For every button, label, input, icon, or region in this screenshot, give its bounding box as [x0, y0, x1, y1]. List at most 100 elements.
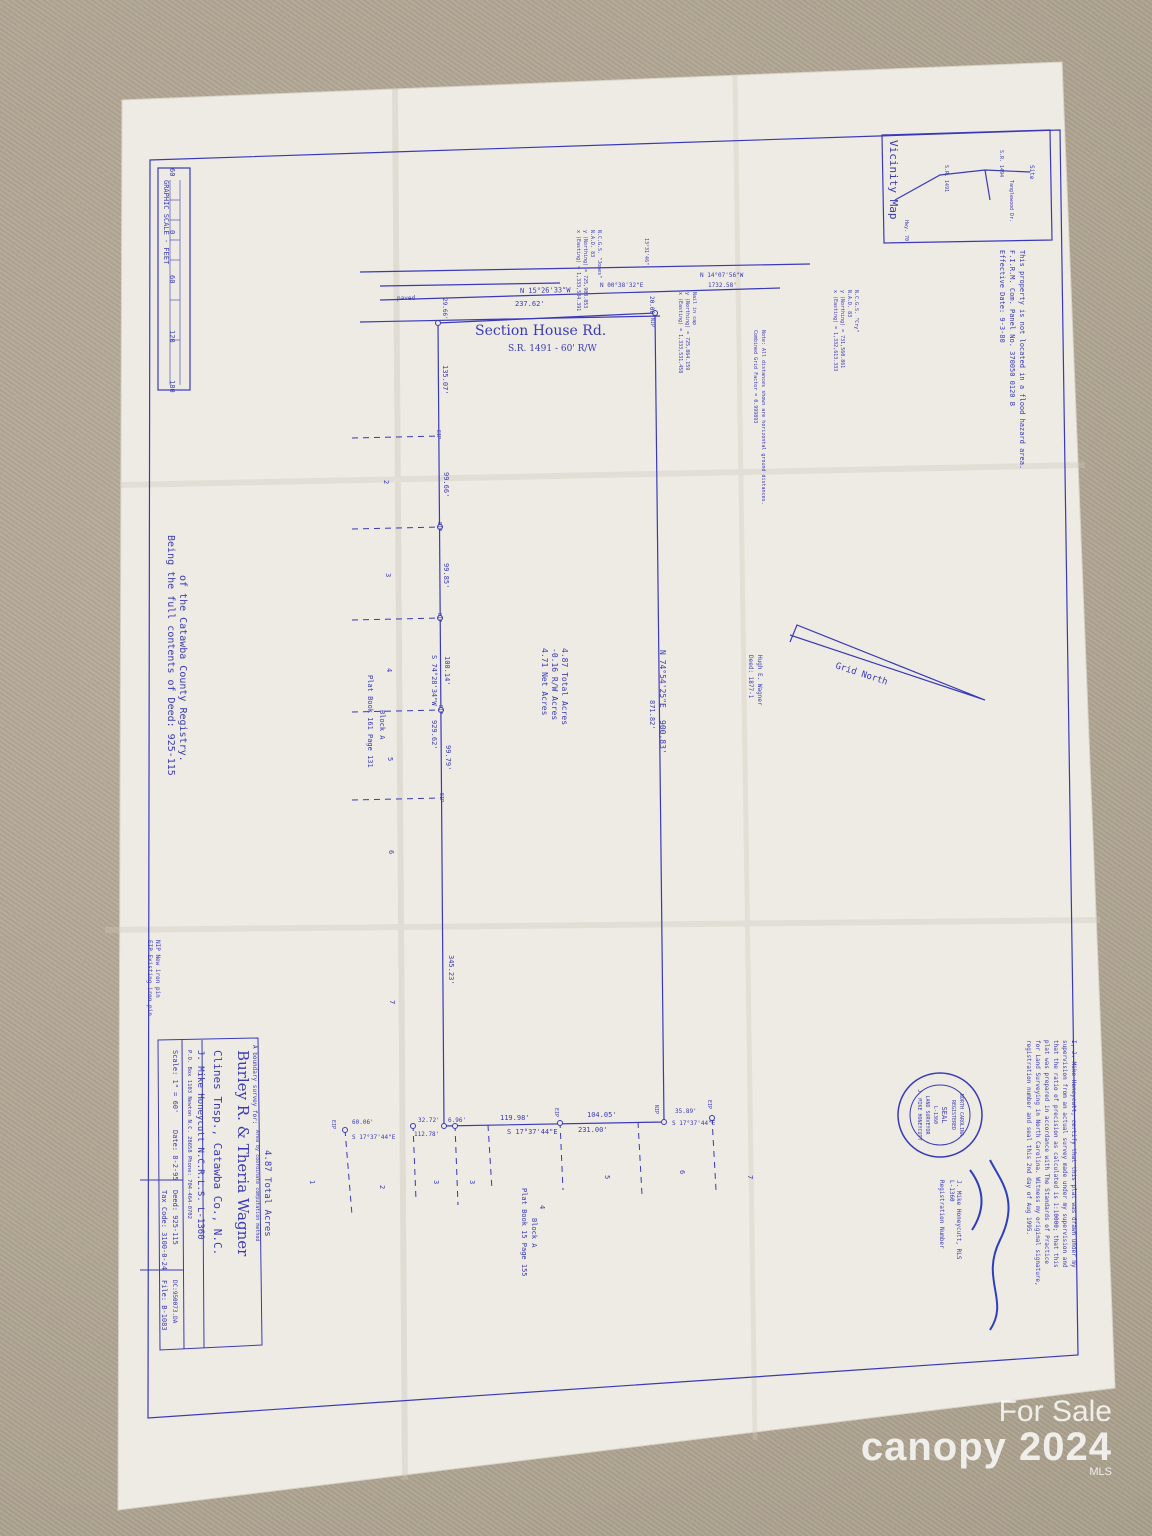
vicinity-hwy: Hwy. 70: [903, 220, 909, 241]
lot-south-3a: 3: [432, 1180, 440, 1184]
bearing-road-2: N 14°07'56"W: [700, 272, 744, 279]
title-block: [140, 1037, 263, 1351]
eip-label-2: EIP: [436, 522, 442, 531]
bottom-dist-6: 35.89': [675, 1108, 697, 1115]
dist-top-left: 29.66': [441, 298, 448, 320]
east-total: 900.83': [658, 720, 667, 754]
lot-west-6: 6: [387, 850, 395, 854]
scale-tick-5: 180: [168, 380, 176, 393]
deed-text: Deed: 925-115: [171, 1190, 179, 1245]
cert-l4: plat was prepared in accordance with The…: [1043, 1040, 1050, 1264]
lot-south-1: 1: [308, 1180, 316, 1184]
title-prefix: A boundary survey for:: [251, 1045, 258, 1124]
lot-south-5: 5: [603, 1175, 611, 1179]
road-line-2: [379, 282, 561, 287]
cert-l5: for Land Surveying in North Carolina. Wi…: [1034, 1040, 1041, 1286]
bottom-dist-112: 112.78': [414, 1131, 439, 1138]
plat-border: [147, 129, 1079, 1419]
legend-nip: NIP New iron pin: [154, 940, 161, 998]
west-dist-3: 99.85': [442, 563, 450, 588]
dist-road-1: 237.62': [515, 300, 545, 308]
nip-label-top: NIP: [649, 318, 655, 327]
full-contents-l1: Being the full contents of Deed: 925-115: [165, 535, 176, 776]
dc-text: DC:950073.DA: [171, 1280, 178, 1324]
bottom-total: 231.00': [578, 1126, 608, 1134]
cert-l1: I, J. Mike Honeycutt, certify that this …: [1070, 1040, 1077, 1268]
ngs-jones-l4: x (Easting) = 1,333,534.391: [575, 230, 581, 311]
lot-west-2: 2: [382, 480, 390, 484]
seal-text-l5: LAND SURVEYOR: [924, 1095, 930, 1135]
watermark-brand: canopy 2024: [860, 1425, 1112, 1469]
vicinity-site: Site: [1028, 165, 1035, 180]
road-sub: S.R. 1491 - 60' R/W: [508, 344, 597, 354]
title-location: Clines Tnsp., Catawba Co., N.C.: [211, 1050, 224, 1255]
west-dist-5: 99.79': [444, 745, 452, 770]
west-dist-6: 345.23': [447, 955, 455, 985]
block-a-l1: Block A: [378, 710, 386, 740]
listing-watermark: For Sale canopy 2024 MLS: [861, 1397, 1112, 1478]
watermark-for-sale: For Sale: [998, 1395, 1112, 1428]
seal-text-l2: REGISTERED: [950, 1100, 956, 1130]
east-bearing: N 74°54'25"E: [658, 650, 667, 708]
lot-south-4: 4: [538, 1205, 546, 1209]
cert-l3: that the ratio of precision as calculate…: [1052, 1040, 1059, 1268]
ngs-cry-l3: y (Northing) = 731,560.861: [839, 290, 845, 368]
nail-l1: Nail in cap: [691, 292, 697, 325]
road-line-3: [379, 287, 781, 301]
bottom-dist-1: 60.06': [352, 1119, 374, 1126]
bottom-dist-5: 104.05': [587, 1111, 617, 1119]
title-method: Area by coordinate computation method: [254, 1130, 260, 1241]
vicinity-road-2: [984, 169, 991, 201]
east-partial: 871.82': [648, 700, 656, 730]
ngs-cry-l1: N.C.G.S. "Cry": [853, 290, 859, 332]
acres-l3: 4.71 Net Acres: [540, 648, 549, 716]
acres-l2: -0.16 R/W Acres: [550, 648, 559, 720]
flood-note-l2: F.I.R.M. Com. Panel No. 370050 0120 B: [1008, 250, 1016, 406]
vicinity-road: [894, 169, 1031, 201]
horizontal-note-l1: Note: All distances shown are horizontal…: [760, 330, 766, 505]
lot-west-4: 4: [385, 668, 393, 672]
west-dist-2: 99.66': [442, 472, 450, 497]
surveyor-addr: P.O. Box 1103 Newton N.C. 28658 Phone: 7…: [186, 1050, 192, 1219]
paved-label: paved: [397, 295, 415, 302]
ngs-cry-l4: x (Easting) = 1,332,613.333: [832, 290, 838, 371]
fold-lines: [104, 75, 1101, 1481]
horizontal-note-l2: Combined Grid Factor = 0.999893: [752, 330, 758, 423]
registration-label: Registration Number: [938, 1180, 945, 1249]
lot-west-5: 5: [386, 757, 394, 761]
tax-code: Tax Code: 3100-0-24: [160, 1190, 168, 1270]
bottom-dist-4: 119.98': [500, 1114, 530, 1122]
seal-text-l6: J. MIKE HONEYCUTT: [916, 1089, 922, 1140]
flood-note-l1: This property is not located in a flood …: [1018, 250, 1026, 469]
nail-l2: y (Northing) = 725,864.159: [684, 292, 690, 370]
block-a2-l2: Plat Book 15 Page 155: [520, 1188, 528, 1277]
legend-eip: EIP Existing iron pin: [146, 940, 153, 1016]
bottom-bearing-2: S 17°37'44"E: [507, 1128, 558, 1136]
adjoiner-l2: Deed: 1877-1: [747, 655, 754, 699]
angle-note: 13°31'46": [643, 238, 649, 265]
lot-south-6: 6: [678, 1170, 686, 1174]
block-a2-l1: Block A: [530, 1218, 538, 1248]
west-total: 929.62': [430, 720, 438, 750]
vicinity-map-box: [881, 129, 1053, 244]
title-acres: 4.87 Total Acres: [262, 1150, 272, 1237]
adjoiner-l1: Hugh E. Wagner: [756, 655, 763, 706]
nip-label-bottom: NIP: [653, 1105, 659, 1114]
cert-l6: registration number and seal this 2nd da…: [1025, 1040, 1032, 1235]
lot-dividers-west: [351, 435, 443, 801]
bottom-dist-2: 32.72': [418, 1117, 440, 1124]
lot-west-7: 7: [388, 1000, 396, 1004]
vicinity-tanglewood: Tanglewood Dr.: [1008, 180, 1014, 222]
seal-text-l4: L-1360: [932, 1106, 938, 1124]
vicinity-title: Vicinity Map: [887, 140, 900, 219]
scale-text: Scale: 1" = 60': [171, 1050, 179, 1113]
eip-label-8: EIP: [706, 1100, 712, 1109]
eip-label-1: EIP: [435, 430, 441, 439]
seal-text-l3: SEAL: [940, 1107, 948, 1124]
west-dist-4: 100.14': [443, 656, 451, 686]
scale-tick-2: 0: [168, 230, 176, 234]
lot-south-7: 7: [746, 1175, 754, 1179]
signature-mark: [969, 1159, 1010, 1331]
scale-tick-4: 120: [168, 330, 176, 343]
scale-tick-1: 60: [168, 168, 176, 176]
